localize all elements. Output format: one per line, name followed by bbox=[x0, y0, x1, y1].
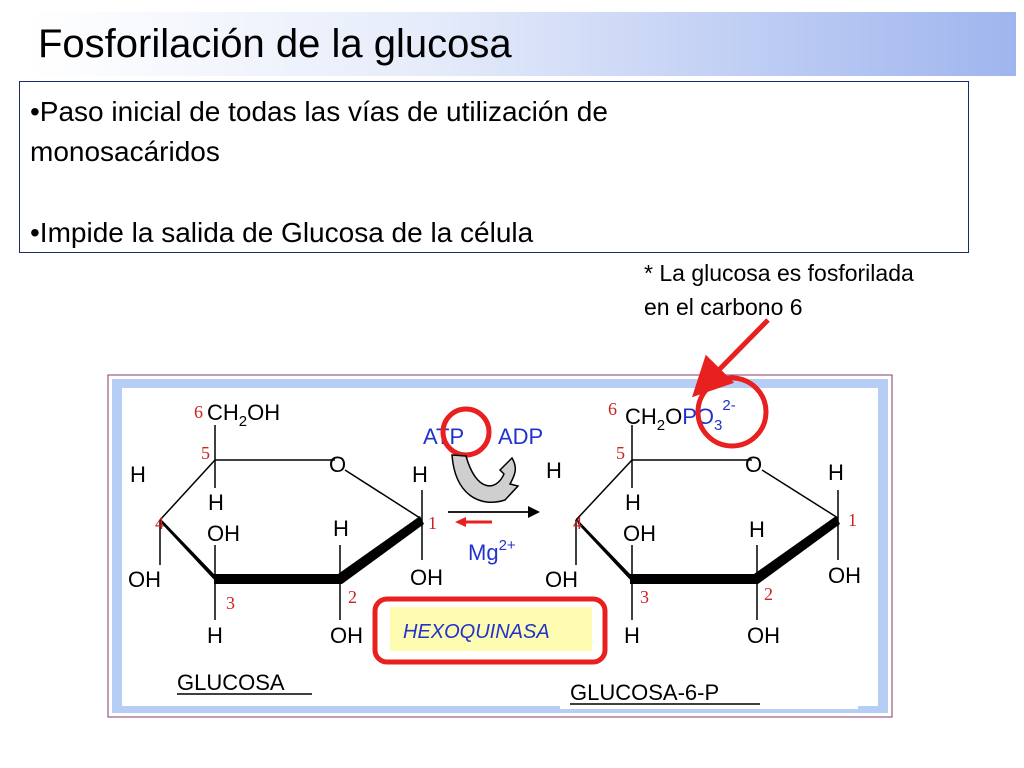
g6p-carbon-1: 1 bbox=[848, 510, 857, 530]
enzyme-background bbox=[390, 607, 592, 651]
phosphorylation-note: * La glucosa es fosforilada en el carbon… bbox=[644, 256, 914, 324]
page-title: Fosforilación de la glucosa bbox=[38, 22, 512, 66]
glucose-c4-oh: OH bbox=[128, 567, 161, 592]
title-bar: Fosforilación de la glucosa bbox=[28, 12, 1016, 76]
g6p-bond-c2-c1 bbox=[754, 516, 840, 584]
g6p-c2-oh: OH bbox=[747, 623, 780, 648]
glucose-c3-h: H bbox=[207, 623, 223, 648]
g6p-c1-h: H bbox=[828, 460, 844, 485]
glucose-name: GLUCOSA bbox=[177, 670, 285, 695]
g6p-carbon-6: 6 bbox=[608, 399, 617, 419]
g6p-c1-oh: OH bbox=[828, 563, 861, 588]
g6p-carbon-5: 5 bbox=[616, 443, 625, 463]
bond-c3-c2 bbox=[214, 574, 342, 584]
enzyme-highlight-box bbox=[372, 596, 608, 665]
glucose-c3-oh-top: OH bbox=[207, 521, 240, 546]
bond-o-c1 bbox=[344, 469, 421, 519]
bullets-box: •Paso inicial de todas las vías de utili… bbox=[19, 81, 969, 253]
bond-c4-c3 bbox=[160, 518, 218, 584]
glucose-carbon-3: 3 bbox=[226, 593, 235, 613]
g6p-bond-o-c1 bbox=[761, 469, 839, 519]
glucose-c6-group: CH2OH bbox=[207, 400, 280, 430]
bullet-1: •Paso inicial de todas las vías de utili… bbox=[30, 96, 608, 127]
g6p-c4-oh: OH bbox=[545, 567, 578, 592]
glucose-carbon-2: 2 bbox=[348, 587, 357, 607]
glucose-carbon-6: 6 bbox=[194, 402, 203, 422]
g6p-ring-oxygen: O bbox=[745, 452, 762, 477]
g6p-carbon-4: 4 bbox=[573, 513, 582, 533]
glucose-c5-h: H bbox=[208, 490, 224, 515]
glucose-carbon-1: 1 bbox=[428, 513, 437, 533]
adp-label: ADP bbox=[498, 424, 543, 449]
g6p-c4-h: H bbox=[546, 458, 562, 483]
note-line-2: en el carbono 6 bbox=[644, 294, 803, 320]
atp-phosphate-highlight bbox=[440, 406, 492, 458]
bond-c2-c1 bbox=[338, 516, 424, 584]
g6p-carbon-3: 3 bbox=[640, 587, 649, 607]
g6p-name: GLUCOSA-6-P bbox=[570, 680, 719, 705]
atp-to-adp-curved-arrow bbox=[451, 454, 520, 503]
glucose-c1-oh: OH bbox=[410, 565, 443, 590]
g6p-c3-oh-top: OH bbox=[623, 521, 656, 546]
glucose-ring-oxygen: O bbox=[329, 452, 346, 477]
g6p-carbon-2: 2 bbox=[764, 584, 773, 604]
glucose-carbon-4: 4 bbox=[155, 513, 164, 533]
glucose-c2-h: H bbox=[333, 516, 349, 541]
g6p-c5-h: H bbox=[625, 490, 641, 515]
enzyme-name: HEXOQUINASA bbox=[403, 621, 550, 643]
note-pointer-arrow bbox=[691, 318, 770, 398]
bullet-2: •Impide la salida de Glucosa de la célul… bbox=[30, 217, 534, 248]
bond-c5-c4 bbox=[159, 459, 216, 521]
forward-arrowhead bbox=[528, 506, 540, 518]
g6p-bond-c4-c3 bbox=[576, 518, 634, 584]
glucose6p-structure: CH2OPO32- O H H OH H H OH OH H OH 6 5 4 … bbox=[545, 375, 861, 709]
magnesium-cofactor: Mg2+ bbox=[468, 537, 516, 565]
glucose-structure: CH2OH O H H OH H H OH OH H OH 6 5 4 3 2 … bbox=[128, 400, 443, 695]
g6p-bond-c3-c2 bbox=[630, 574, 758, 584]
glucose-carbon-5: 5 bbox=[201, 443, 210, 463]
g6p-c2-h: H bbox=[749, 517, 765, 542]
g6p-c3-h: H bbox=[624, 623, 640, 648]
glucose-c4-h: H bbox=[130, 462, 146, 487]
g6p-bond-c5-c4 bbox=[575, 459, 633, 521]
g6p-name-plate bbox=[560, 673, 858, 709]
bullet-1-continued: monosacáridos bbox=[30, 136, 220, 167]
reaction-arrows: ATP ADP Mg2+ HEXOQUINASA bbox=[372, 406, 608, 665]
glucose-c1-h: H bbox=[412, 462, 428, 487]
reverse-arrowhead bbox=[455, 517, 466, 527]
note-line-1: * La glucosa es fosforilada bbox=[644, 260, 914, 286]
glucose-c2-oh: OH bbox=[330, 623, 363, 648]
